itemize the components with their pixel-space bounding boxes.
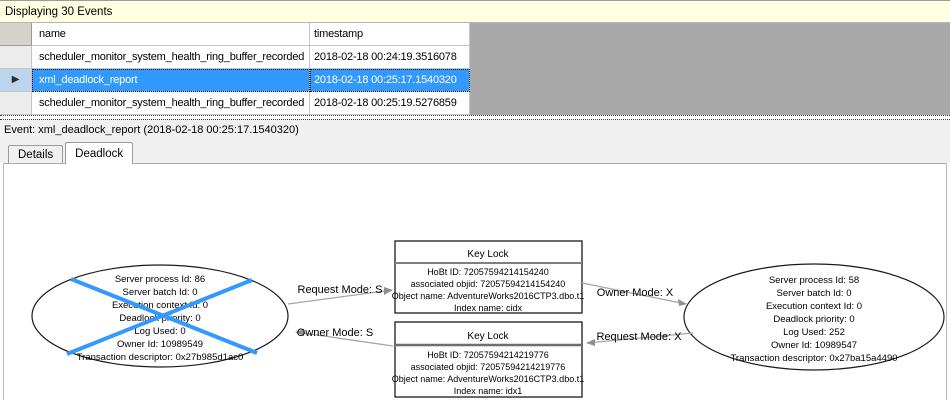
node-text-line: Server batch Id: 0 <box>777 288 852 299</box>
edge-arrowhead-icon <box>678 299 687 306</box>
node-text-line: Log Used: 0 <box>134 326 185 337</box>
table-row[interactable]: scheduler_monitor_system_health_ring_buf… <box>0 92 470 115</box>
edge-line <box>287 289 393 305</box>
grid-header-row: name timestamp <box>0 23 470 46</box>
events-grid: name timestamp scheduler_monitor_system_… <box>0 23 950 115</box>
lock-text-line: HoBt ID: 72057594214154240 <box>427 267 549 277</box>
lock-text-line: Index name: cidx <box>454 303 523 313</box>
node-text-line: Execution context Id: 0 <box>766 301 862 312</box>
lock-title: Key Lock <box>467 331 509 342</box>
node-text-line: Owner Id: 10989549 <box>117 339 203 350</box>
node-text-line: Transaction descriptor: 0x27b985d1ac0 <box>77 352 244 363</box>
edge-label: Owner Mode: S <box>297 327 373 339</box>
events-grid-table: name timestamp scheduler_monitor_system_… <box>0 23 470 115</box>
column-header-name[interactable]: name <box>32 23 310 46</box>
edge-arrowhead-icon <box>586 339 595 346</box>
cell-timestamp[interactable]: 2018-02-18 00:24:19.3516078 <box>310 46 470 69</box>
lock-text-line: associated objid: 72057594214219776 <box>411 362 566 372</box>
lock-text-line: Object name: AdventureWorks2016CTP3.dbo.… <box>392 374 584 384</box>
victim-cross-icon <box>66 278 253 356</box>
node-text-line: Server process Id: 58 <box>769 275 859 286</box>
deadlock-graph: Server process Id: 86 Server batch Id: 0… <box>31 240 945 398</box>
edge-label: Owner Mode: X <box>597 287 674 299</box>
node-text-line: Transaction descriptor: 0x27ba15a4490 <box>730 353 897 364</box>
cell-name[interactable]: scheduler_monitor_system_health_ring_buf… <box>32 46 310 69</box>
info-bar-text: Displaying 30 Events <box>5 5 113 18</box>
key-lock-node[interactable] <box>394 240 583 314</box>
row-selector-cell[interactable]: ▶ <box>0 69 32 92</box>
row-selector-cell[interactable] <box>0 46 32 69</box>
column-header-timestamp[interactable]: timestamp <box>310 23 470 46</box>
lock-title: Key Lock <box>467 249 509 260</box>
lock-text-line: associated objid: 72057594214154240 <box>411 279 566 289</box>
edge-arrowhead-icon <box>295 329 304 336</box>
node-text-line: Owner Id: 10989547 <box>771 340 857 351</box>
tab-deadlock[interactable]: Deadlock <box>65 142 134 164</box>
edge-line <box>586 332 694 344</box>
grid-corner-cell[interactable] <box>0 23 32 46</box>
table-row-selected[interactable]: ▶ xml_deadlock_report 2018-02-18 00:25:1… <box>0 69 470 92</box>
edge-arrowhead-icon <box>384 287 393 295</box>
node-text-line: Log Used: 252 <box>783 327 845 338</box>
grid-empty-area <box>470 23 950 115</box>
event-summary-bar: Event: xml_deadlock_report (2018-02-18 0… <box>0 120 950 140</box>
deadlock-graph-pane: Server process Id: 86 Server batch Id: 0… <box>3 163 947 400</box>
node-text-line: Server process Id: 86 <box>115 274 205 285</box>
info-bar: Displaying 30 Events <box>0 0 950 23</box>
edge-line <box>581 282 687 305</box>
cell-timestamp[interactable]: 2018-02-18 00:25:17.1540320 <box>310 69 470 92</box>
node-text-line: Server batch Id: 0 <box>123 287 198 298</box>
key-lock-node[interactable] <box>394 321 583 398</box>
current-row-arrow-icon: ▶ <box>11 74 20 85</box>
lock-text-line: HoBt ID: 72057594214219776 <box>427 350 549 360</box>
lock-text-line: Object name: AdventureWorks2016CTP3.dbo.… <box>392 291 584 301</box>
edge-label: Request Mode: S <box>298 284 383 296</box>
grid-bottom-splitter[interactable] <box>0 115 950 120</box>
process-node[interactable] <box>683 263 945 371</box>
table-row[interactable]: scheduler_monitor_system_health_ring_buf… <box>0 46 470 69</box>
lock-text-line: Index name: idx1 <box>454 386 523 396</box>
node-text-line: Deadlock priority: 0 <box>773 314 854 325</box>
cell-name[interactable]: scheduler_monitor_system_health_ring_buf… <box>32 92 310 115</box>
tab-details[interactable]: Details <box>8 145 64 163</box>
node-text-line: Execution context Id: 0 <box>112 300 208 311</box>
event-summary-text: Event: xml_deadlock_report (2018-02-18 0… <box>4 124 299 136</box>
detail-tabstrip: Details Deadlock <box>0 140 950 164</box>
edge-line <box>295 331 394 347</box>
cell-timestamp[interactable]: 2018-02-18 00:25:19.5276859 <box>310 92 470 115</box>
row-selector-cell[interactable] <box>0 92 32 115</box>
edge-label: Request Mode: X <box>597 331 683 343</box>
cell-name[interactable]: xml_deadlock_report <box>32 69 310 92</box>
